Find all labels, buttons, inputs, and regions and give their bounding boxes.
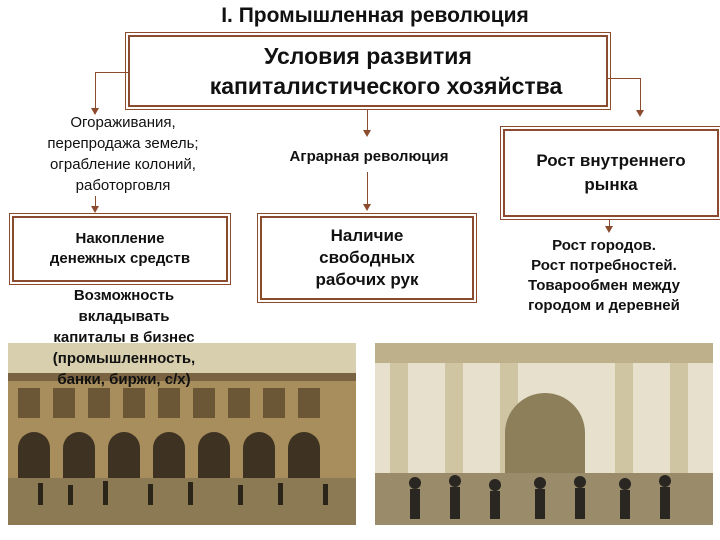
right-box: Рост внутреннего рынка [500, 126, 720, 220]
arrow-down-icon [363, 204, 371, 211]
right-text-line: Рост потребностей. [531, 257, 677, 274]
left-box-line: денежных средств [49, 250, 191, 267]
left-box-line: Накопление [75, 230, 165, 247]
right-text-line: Рост городов. [552, 237, 656, 254]
right-box-line: рынка [584, 175, 638, 194]
arrow-down-icon [363, 130, 371, 137]
left-text-line: перепродажа земель; [47, 135, 199, 152]
middle-box-line: Наличие [330, 226, 404, 245]
middle-box-line: рабочих рук [315, 270, 419, 289]
page-title: I. Промышленная революция [221, 4, 529, 27]
left-text-line: Огораживания, [70, 114, 176, 131]
middle-box-line: свободных [319, 248, 415, 267]
right-effects-text: Рост городов. Рост потребностей. Товароо… [494, 236, 714, 316]
left-bottom-line: Возможность [73, 287, 175, 304]
left-bottom-text: Возможность вкладывать капиталы в бизнес… [14, 285, 234, 390]
left-bottom-line: вкладывать [78, 308, 170, 325]
connector-right-horizontal [608, 78, 640, 79]
painting-exchange-courtyard [8, 343, 356, 525]
left-text-line: работорговля [75, 177, 171, 194]
right-box-line: Рост внутреннего [536, 151, 686, 170]
arrow-down-icon [91, 206, 99, 213]
middle-cause-text: Аграрная революция [289, 148, 449, 165]
connector-left-lower [95, 196, 96, 208]
connector-left-horizontal [95, 72, 128, 73]
main-box-line1: Условия развития [264, 43, 472, 69]
arrow-down-icon [91, 108, 99, 115]
left-bottom-line: капиталы в бизнес [53, 329, 195, 346]
connector-right-vertical [640, 78, 641, 112]
left-text-line: ограбление колоний, [50, 156, 196, 173]
right-text-line: городом и деревней [528, 297, 680, 314]
middle-box: Наличие свободных рабочих рук [257, 213, 477, 303]
main-box-line2: капиталистического хозяйства [209, 73, 563, 99]
connector-right-lower [609, 220, 610, 228]
right-text-line: Товарообмен между [528, 277, 680, 294]
connector-left-vertical [95, 72, 96, 110]
painting-exchange-hall [375, 343, 713, 525]
left-box: Накопление денежных средств [9, 213, 231, 285]
arrow-down-icon [605, 226, 613, 233]
left-bottom-line: банки, биржи, с/х) [57, 371, 191, 388]
connector-center-vertical [367, 110, 368, 132]
left-causes-text: Огораживания, перепродажа земель; ограбл… [14, 112, 232, 196]
left-bottom-line: (промышленность, [52, 350, 196, 367]
main-box: Условия развития капиталистического хозя… [125, 32, 611, 110]
arrow-down-icon [636, 110, 644, 117]
connector-mid-lower [367, 172, 368, 206]
